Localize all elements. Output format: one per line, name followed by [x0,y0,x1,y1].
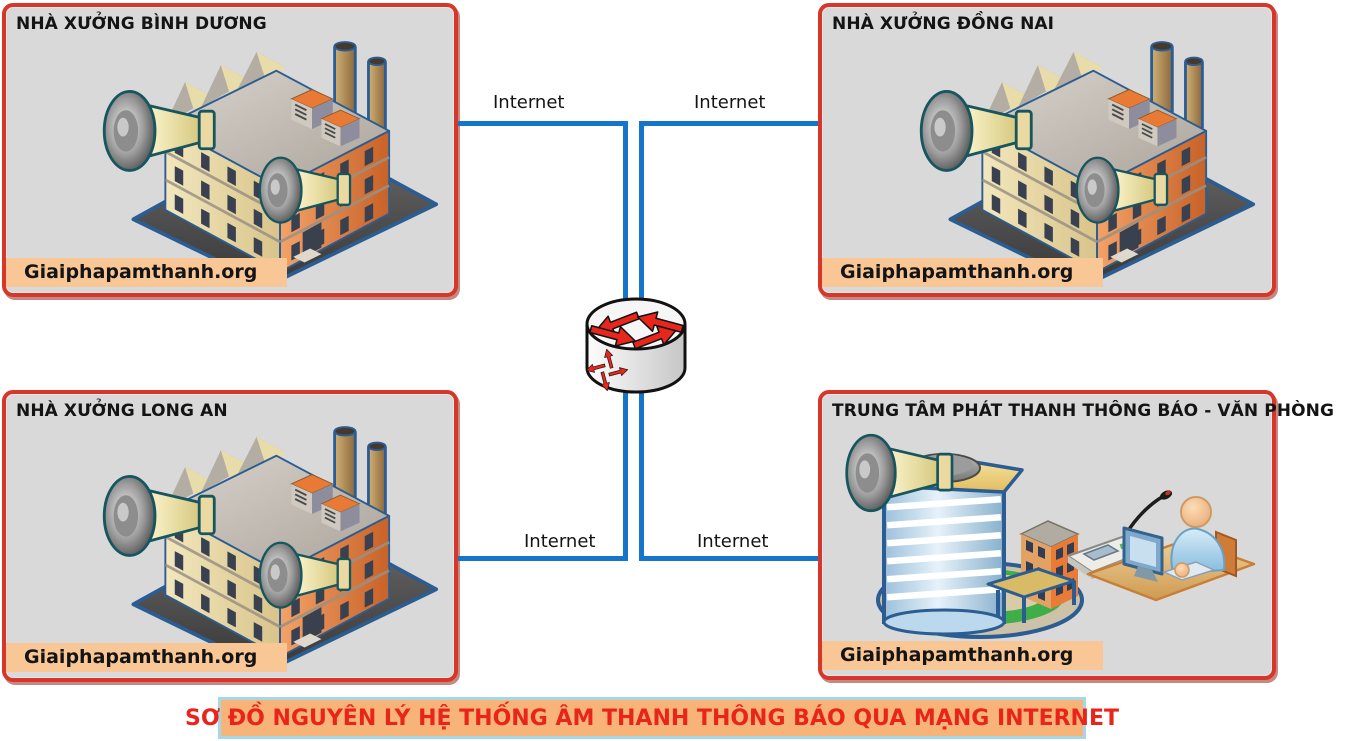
internet-label-top-right: Internet [694,92,766,113]
link-long-an-vertical [623,380,628,561]
internet-label-top-left: Internet [493,92,565,113]
link-dong-nai-vertical [639,121,644,306]
watermark-label: Giaiphapamthanh.org [6,258,288,287]
internet-label-bottom-right: Internet [697,531,769,552]
internet-router-icon [584,296,688,396]
office-illustration [826,422,1276,652]
factory-illustration [831,35,1271,287]
watermark-label: Giaiphapamthanh.org [822,641,1104,670]
internet-label-bottom-left: Internet [524,531,596,552]
factory-illustration [14,420,454,672]
watermark-label: Giaiphapamthanh.org [822,258,1104,287]
link-dong-nai-horizontal [639,121,818,126]
panel-nha-xuong-long-an: NHÀ XƯỞNG LONG AN Giaiphapamthanh.org [2,390,458,682]
watermark-label: Giaiphapamthanh.org [6,643,288,672]
link-trung-tam-vertical [639,380,644,561]
panel-nha-xuong-binh-duong: NHÀ XƯỞNG BÌNH DƯƠNG Giaiphapamthanh.org [2,3,458,297]
panel-nha-xuong-dong-nai: NHÀ XƯỞNG ĐỒNG NAI Giaiphapamthanh.org [818,3,1276,297]
diagram-title-banner: SƠ ĐỒ NGUYÊN LÝ HỆ THỐNG ÂM THANH THÔNG … [185,697,1119,739]
link-trung-tam-horizontal [639,556,818,561]
panel-title: NHÀ XƯỞNG BÌNH DƯƠNG [16,14,267,34]
diagram-title-text: SƠ ĐỒ NGUYÊN LÝ HỆ THỐNG ÂM THANH THÔNG … [185,705,1119,731]
link-binh-duong-horizontal [458,121,628,126]
link-long-an-horizontal [458,556,628,561]
panel-trung-tam-phat-thanh: TRUNG TÂM PHÁT THANH THÔNG BÁO - VĂN PHÒ… [818,390,1334,680]
link-binh-duong-vertical [623,121,628,306]
panel-title: NHÀ XƯỞNG LONG AN [16,401,228,421]
factory-illustration [14,35,454,287]
panel-title: NHÀ XƯỞNG ĐỒNG NAI [832,14,1055,34]
panel-title: TRUNG TÂM PHÁT THANH THÔNG BÁO - VĂN PHÒ… [832,401,1335,421]
